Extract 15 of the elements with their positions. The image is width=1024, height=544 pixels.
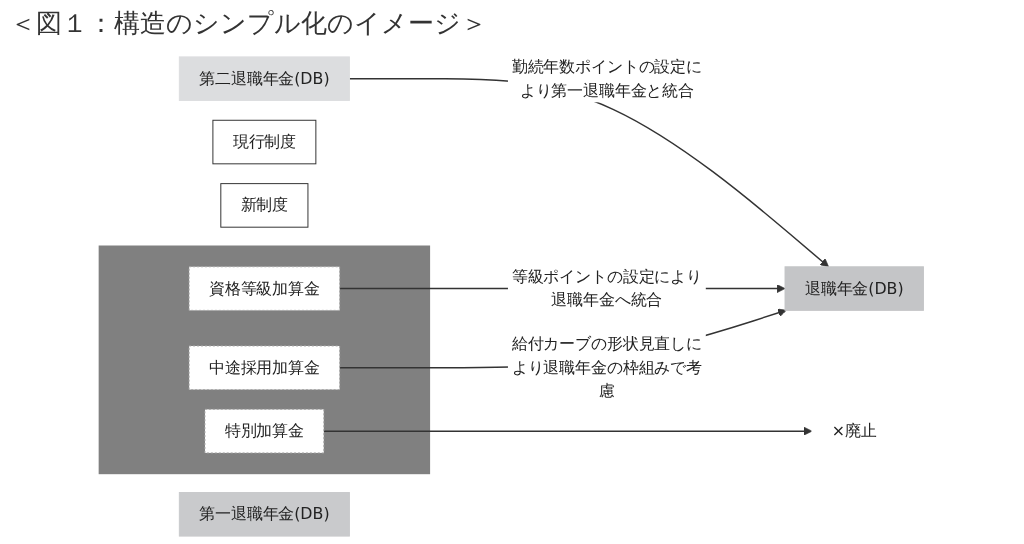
node-box: 新制度 [220,183,309,228]
edge-label: 勤続年数ポイントの設定により第一退職年金と統合 [512,56,703,100]
node-box: 第一退職年金(DB) [179,492,351,537]
node-box: 第二退職年金(DB) [179,56,351,101]
node-box: 現行制度 [212,119,317,165]
node-box: 退職年金(DB) [784,266,925,311]
diagram-title: ＜図１：構造のシンプル化のイメージ＞ [10,7,488,40]
node-text: ×廃止 [831,421,877,441]
node-box: 資格等級加算金 [188,266,341,311]
edge-label: 給付カーブの形状見直しにより退職年金の枠組みで考慮 [512,334,703,401]
node-box: 特別加算金 [204,408,325,454]
edge-label: 等級ポイントの設定により退職年金へ統合 [512,266,703,310]
cluster [98,245,431,475]
arrow [323,426,813,436]
node-box: 中途採用加算金 [188,345,341,391]
